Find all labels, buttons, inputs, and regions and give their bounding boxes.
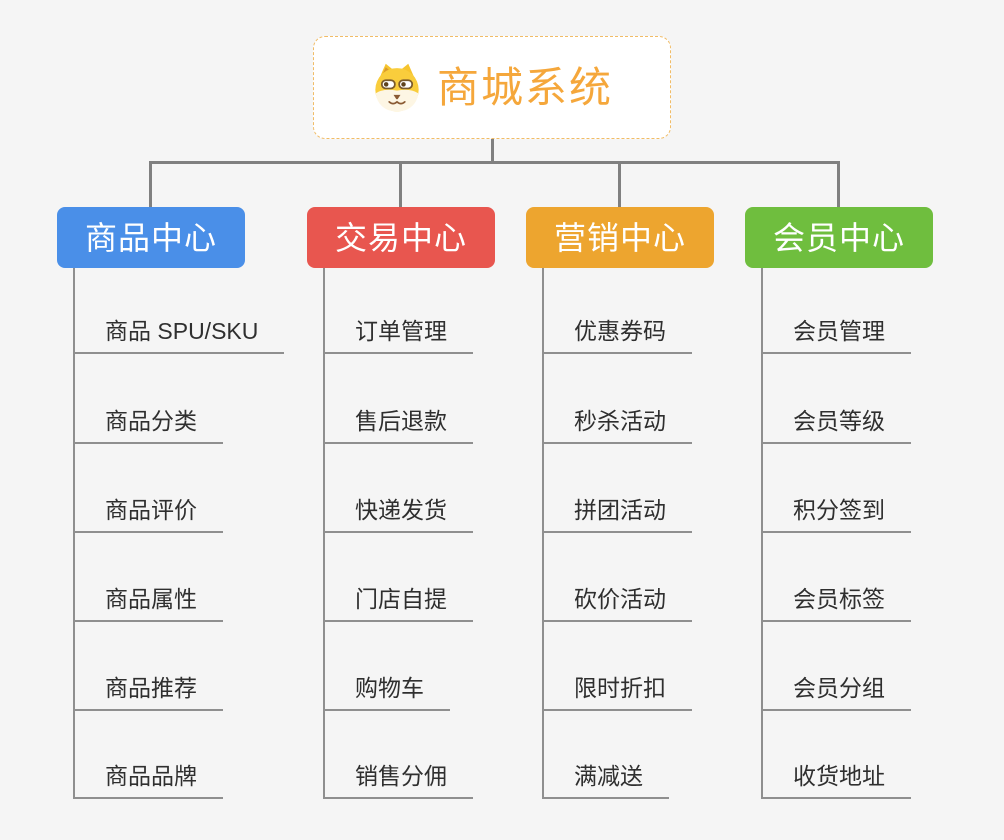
branch-item-label: 砍价活动 [574, 586, 666, 612]
branch-rail [73, 268, 75, 799]
branch-item-label: 售后退款 [355, 408, 447, 434]
branch-item-label: 满减送 [574, 763, 643, 789]
branch-item[interactable]: 商品评价 [73, 496, 223, 533]
branch-item-label: 商品 SPU/SKU [105, 318, 259, 344]
branch-item[interactable]: 会员等级 [761, 407, 911, 444]
branch-column: 交易中心 订单管理 售后退款 快递发货 门店自提 购物车 销售分佣 [307, 161, 495, 807]
branch-item-label: 收货地址 [793, 763, 885, 789]
branch-item[interactable]: 商品属性 [73, 585, 223, 622]
branch-item-label: 商品品牌 [105, 763, 197, 789]
branch-item-label: 快递发货 [355, 497, 447, 523]
branch-item-label: 会员管理 [793, 318, 885, 344]
branch-header[interactable]: 营销中心 [526, 207, 714, 268]
branch-item-label: 商品推荐 [105, 675, 197, 701]
branch-item[interactable]: 商品 SPU/SKU [73, 317, 285, 354]
branch-header[interactable]: 商品中心 [57, 207, 245, 268]
branch-item[interactable]: 商品分类 [73, 407, 223, 444]
branch-item[interactable]: 购物车 [323, 674, 450, 711]
branch-rail [761, 268, 763, 799]
branch-item-label: 会员等级 [793, 408, 885, 434]
branch-label: 营销中心 [553, 219, 686, 256]
branch-column: 营销中心 优惠券码 秒杀活动 拼团活动 砍价活动 限时折扣 满减送 [526, 161, 714, 807]
branch-item-label: 优惠券码 [574, 318, 666, 344]
branch-column: 会员中心 会员管理 会员等级 积分签到 会员标签 会员分组 收货地址 [745, 161, 933, 807]
branch-rail [542, 268, 544, 799]
branch-item-label: 秒杀活动 [574, 408, 666, 434]
connector-bus [149, 161, 840, 164]
branch-item[interactable]: 拼团活动 [542, 496, 692, 533]
branch-label: 商品中心 [84, 219, 217, 256]
branch-item[interactable]: 订单管理 [323, 317, 473, 354]
root-node[interactable]: 商城系统 [313, 36, 671, 139]
branch-item-label: 商品评价 [105, 497, 197, 523]
connector-root-stem [491, 139, 494, 164]
branch-item-label: 拼团活动 [574, 497, 666, 523]
branch-item[interactable]: 商品推荐 [73, 674, 223, 711]
branch-header[interactable]: 会员中心 [745, 207, 933, 268]
branch-item[interactable]: 会员标签 [761, 585, 911, 622]
connector-branch-drop [149, 161, 152, 207]
branch-item-label: 会员标签 [793, 586, 885, 612]
branch-item[interactable]: 售后退款 [323, 407, 473, 444]
dog-face-icon [371, 62, 423, 114]
branch-item-label: 购物车 [355, 675, 424, 701]
branch-item[interactable]: 优惠券码 [542, 317, 692, 354]
connector-branch-drop [399, 161, 402, 207]
branch-item-label: 订单管理 [355, 318, 447, 344]
branch-rail [323, 268, 325, 799]
branch-item[interactable]: 商品品牌 [73, 762, 223, 799]
root-title: 商城系统 [436, 63, 613, 111]
branch-item[interactable]: 快递发货 [323, 496, 473, 533]
branch-item[interactable]: 会员分组 [761, 674, 911, 711]
branch-item-label: 限时折扣 [574, 675, 666, 701]
branch-item-label: 商品分类 [105, 408, 197, 434]
branch-item[interactable]: 门店自提 [323, 585, 473, 622]
branch-item[interactable]: 满减送 [542, 762, 669, 799]
connector-branch-drop [618, 161, 621, 207]
branch-item[interactable]: 秒杀活动 [542, 407, 692, 444]
branch-item[interactable]: 砍价活动 [542, 585, 692, 622]
branch-header[interactable]: 交易中心 [307, 207, 495, 268]
branch-column: 商品中心 商品 SPU/SKU 商品分类 商品评价 商品属性 商品推荐 商品品牌 [57, 161, 285, 807]
branch-item-label: 会员分组 [793, 675, 885, 701]
branch-item-label: 商品属性 [105, 586, 197, 612]
branch-item-label: 门店自提 [355, 586, 447, 612]
branch-item[interactable]: 收货地址 [761, 762, 911, 799]
branch-label: 交易中心 [334, 219, 467, 256]
connector-branch-drop [837, 161, 840, 207]
branch-item-label: 积分签到 [793, 497, 885, 523]
branch-label: 会员中心 [772, 219, 905, 256]
branch-item[interactable]: 限时折扣 [542, 674, 692, 711]
branch-item[interactable]: 销售分佣 [323, 762, 473, 799]
branch-item[interactable]: 积分签到 [761, 496, 911, 533]
branch-item[interactable]: 会员管理 [761, 317, 911, 354]
branch-item-label: 销售分佣 [355, 763, 447, 789]
